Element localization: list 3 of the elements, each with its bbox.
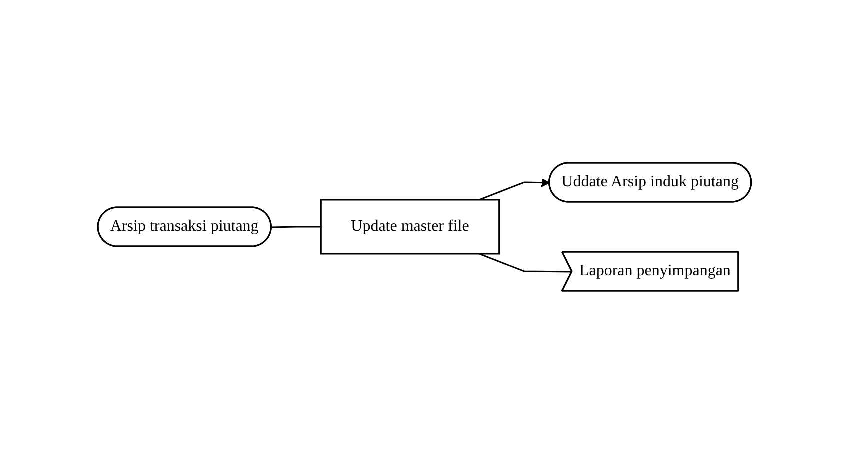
connector — [478, 252, 572, 272]
connector — [271, 226, 321, 228]
node-box: Update master file — [320, 198, 500, 254]
